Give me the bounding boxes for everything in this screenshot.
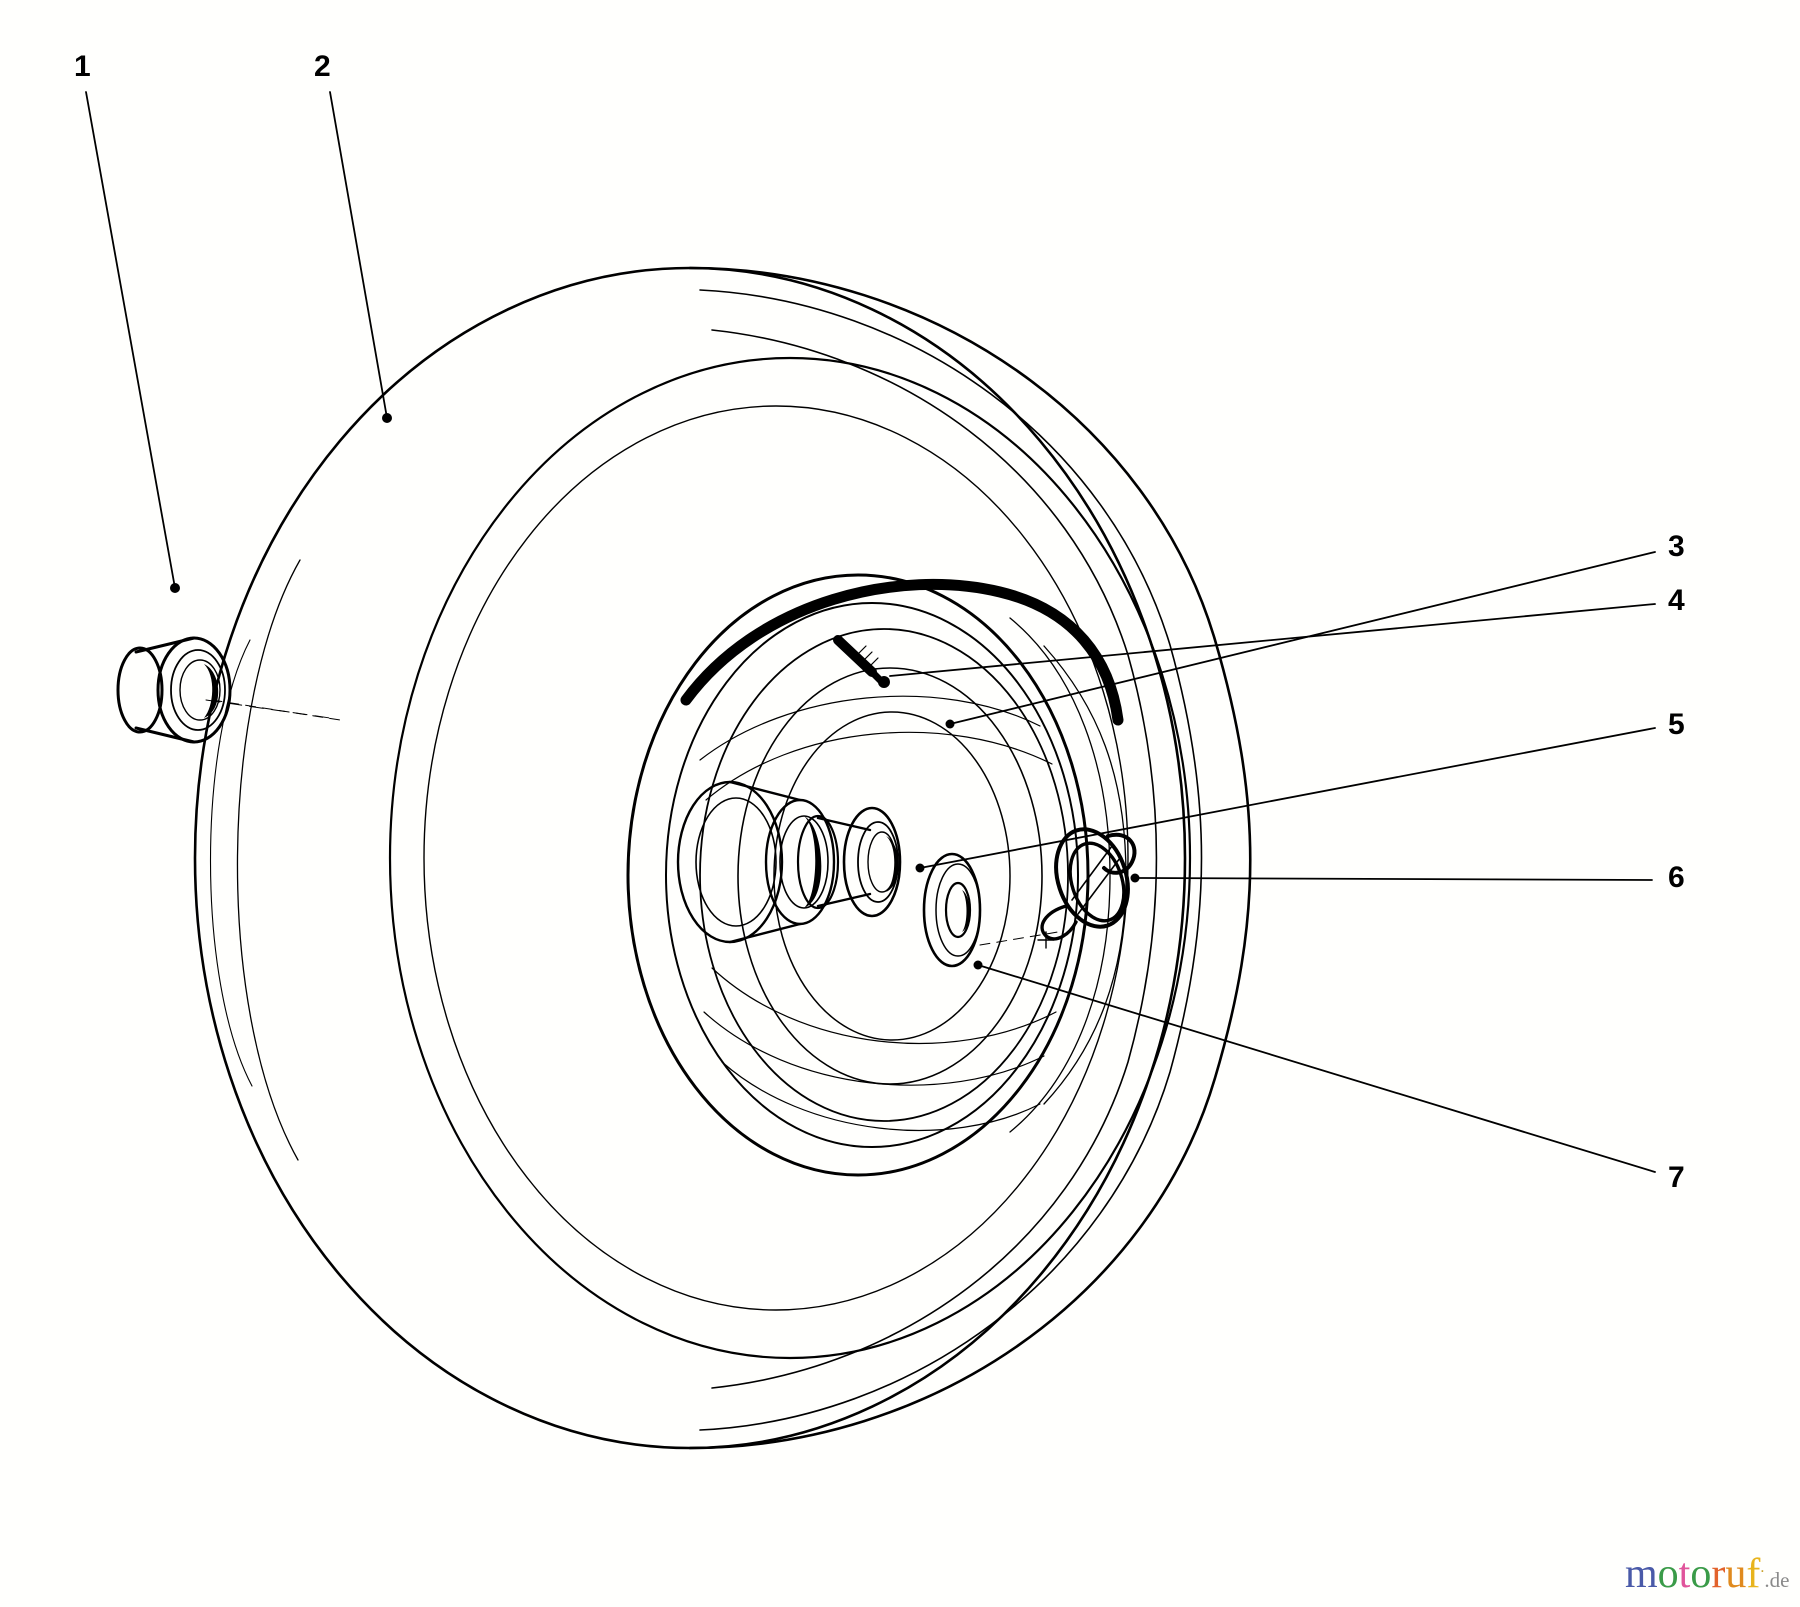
motoruf-de-watermark: motoruf..de [1625,1553,1789,1595]
leader-dots [170,413,1140,970]
wm-letter-r: r [1711,1551,1726,1597]
tire-tread-outer-edge [688,266,1252,1450]
leader-5 [919,727,1656,869]
leader-lines [85,91,1656,1173]
rim-outer-lip-heavy [680,578,1124,726]
hub-body-top [728,780,802,802]
tire-shoulder-line [711,329,1158,1389]
leader-4 [889,603,1656,677]
callout-label-7: 7 [1668,1161,1685,1194]
wm-letter-u: u [1725,1551,1747,1597]
wm-letter-o2: o [1690,1551,1712,1597]
leader-7 [977,964,1656,1173]
valve-stem [833,635,890,688]
rim-center-disc-circle [773,711,1011,1041]
leader-2 [329,91,388,419]
washer-clip-alignment [979,931,1059,946]
wm-letter-f: f [1746,1551,1761,1597]
wm-tld: .de [1764,1568,1790,1592]
rim-bead-seat-circle [665,602,1079,1148]
leader-1 [85,91,176,589]
flat-washer-part7 [922,852,982,968]
hub-bore-shadow [804,816,822,908]
hub-flange-inner [695,797,777,927]
rim-dish-ribs [699,695,1057,1132]
center-cross-marks [1037,931,1055,949]
callout-label-3: 3 [1668,530,1685,563]
callout-label-2: 2 [314,50,331,83]
tire-left-sidewall-crease [236,559,301,1161]
hub-bushing-part5 [796,806,902,918]
wm-letter-t: t [1678,1551,1691,1597]
wm-letter-o1: o [1657,1551,1679,1597]
wm-letter-m: m [1625,1551,1658,1597]
hub-body-bottom [728,922,802,944]
tire-left-sidewall-crease-2 [209,639,253,1087]
callout-label-5: 5 [1668,708,1685,741]
tire-outer-left-face [193,266,1187,1450]
tire-sidewall-highlight [423,405,1129,1311]
bushing-part1 [116,636,232,744]
rim-inner-circle [699,628,1069,1122]
callout-label-4: 4 [1668,584,1685,617]
hub-end-outer [764,798,836,926]
hair-pin-clip-part6 [1040,827,1137,941]
callout-label-6: 6 [1668,861,1685,894]
leader-6 [1134,877,1653,881]
tire-inner-right-face [388,356,1192,1360]
rim-dish-circle [737,667,1043,1085]
tire-tread-line-1 [699,289,1203,1431]
callout-label-1: 1 [74,50,91,83]
rim-outer-circle [626,573,1090,1177]
wm-superscript-dot: . [1760,1559,1765,1576]
bushing-alignment-line [211,699,341,721]
